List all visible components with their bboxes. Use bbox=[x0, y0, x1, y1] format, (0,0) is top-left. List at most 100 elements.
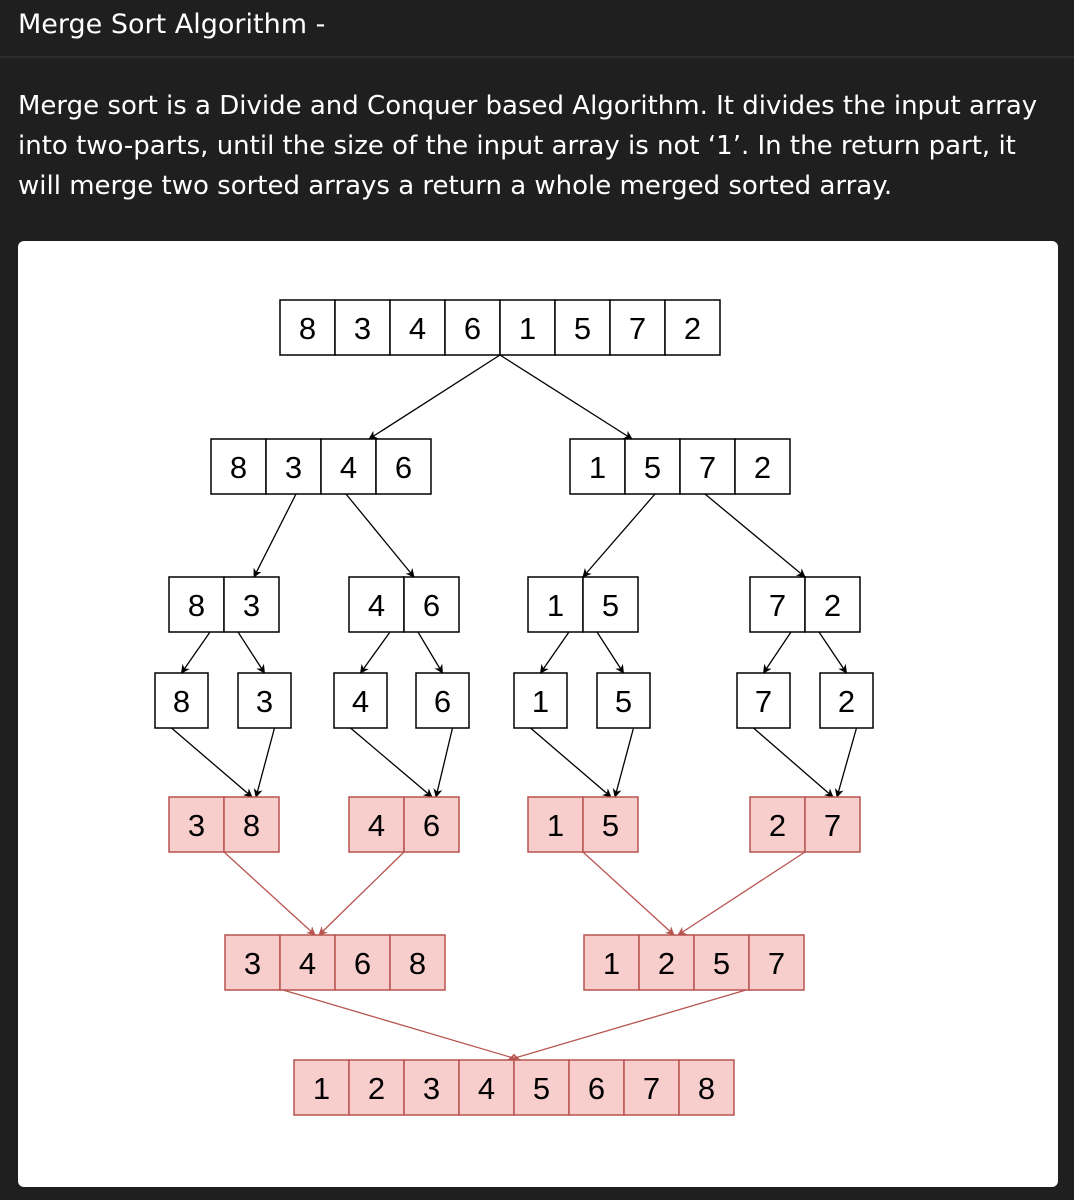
array-cell-value: 7 bbox=[824, 808, 841, 843]
array-cell bbox=[223, 576, 280, 633]
array-cell bbox=[154, 672, 209, 729]
arrow-R-to-RR bbox=[704, 493, 806, 578]
page-title: Merge Sort Algorithm - bbox=[18, 9, 326, 40]
arrow-s7-to-mRR bbox=[753, 727, 834, 798]
array-cell-value: 1 bbox=[313, 1071, 330, 1106]
arrow-mRL-to-mR bbox=[582, 851, 675, 936]
array-cell bbox=[265, 438, 322, 495]
array-cell-value: 7 bbox=[699, 450, 716, 485]
array-cell bbox=[736, 672, 791, 729]
array-cell-value: 7 bbox=[769, 588, 786, 623]
array-cell-value: 2 bbox=[769, 808, 786, 843]
array-cell-value: 4 bbox=[478, 1071, 495, 1106]
array-cell bbox=[554, 299, 611, 356]
arrow-LR-to-s4 bbox=[359, 631, 391, 674]
arrow-RL-to-s5 bbox=[596, 631, 625, 674]
array-cell-value: 8 bbox=[409, 946, 426, 981]
array-cell-value: 8 bbox=[173, 684, 190, 719]
array-cell bbox=[596, 672, 651, 729]
array-cell bbox=[320, 438, 377, 495]
array-cell-value: 1 bbox=[547, 808, 564, 843]
array-cell bbox=[279, 934, 336, 991]
arrow-mL-to-final bbox=[282, 989, 521, 1063]
array-cell bbox=[678, 1059, 735, 1116]
arrow-mRR-to-mR bbox=[677, 851, 806, 936]
array-cell-value: 4 bbox=[368, 588, 385, 623]
array-cell bbox=[583, 934, 640, 991]
array-cell bbox=[748, 934, 805, 991]
array-cell-value: 2 bbox=[684, 311, 701, 346]
array-cell bbox=[638, 934, 695, 991]
array-cell-value: 8 bbox=[230, 450, 247, 485]
array-cell bbox=[223, 796, 280, 853]
arrow-s4-to-mLR bbox=[350, 727, 433, 798]
array-cell bbox=[389, 299, 446, 356]
array-cell-value: 7 bbox=[629, 311, 646, 346]
array-cell bbox=[415, 672, 470, 729]
array-cell-value: 3 bbox=[244, 946, 261, 981]
array-cell-value: 5 bbox=[644, 450, 661, 485]
array-s5: 5 bbox=[596, 672, 651, 729]
array-cell bbox=[333, 672, 388, 729]
array-cell-value: 2 bbox=[368, 1071, 385, 1106]
arrow-RL-to-s1 bbox=[539, 631, 570, 674]
array-cell bbox=[499, 299, 556, 356]
array-cell bbox=[513, 672, 568, 729]
array-cell-value: 7 bbox=[755, 684, 772, 719]
array-cell bbox=[403, 796, 460, 853]
arrow-LL-to-s3 bbox=[237, 631, 266, 674]
array-s3: 3 bbox=[237, 672, 292, 729]
description-text: Merge sort is a Divide and Conquer based… bbox=[18, 91, 1038, 201]
array-cell-value: 8 bbox=[299, 311, 316, 346]
array-cell bbox=[293, 1059, 350, 1116]
edges-layer bbox=[171, 354, 858, 1063]
array-cell-value: 2 bbox=[838, 684, 855, 719]
array-cell-value: 1 bbox=[532, 684, 549, 719]
array-cell bbox=[664, 299, 721, 356]
array-cell bbox=[403, 576, 460, 633]
array-cell-value: 5 bbox=[713, 946, 730, 981]
array-cell-value: 6 bbox=[423, 588, 440, 623]
arrow-s2-to-mRR bbox=[834, 727, 858, 798]
array-cell bbox=[819, 672, 874, 729]
array-cell bbox=[582, 796, 639, 853]
array-cell-value: 8 bbox=[243, 808, 260, 843]
array-cell-value: 4 bbox=[409, 311, 426, 346]
array-cell-value: 5 bbox=[533, 1071, 550, 1106]
arrow-LR-to-s6 bbox=[417, 631, 444, 674]
array-cell-value: 3 bbox=[243, 588, 260, 623]
array-cell-value: 1 bbox=[547, 588, 564, 623]
array-cell bbox=[444, 299, 501, 356]
array-cell-value: 3 bbox=[256, 684, 273, 719]
arrow-RR-to-s7 bbox=[762, 631, 792, 674]
header-divider bbox=[0, 56, 1074, 58]
array-cell-value: 7 bbox=[643, 1071, 660, 1106]
array-cell-value: 3 bbox=[354, 311, 371, 346]
arrow-root-to-L bbox=[368, 354, 501, 440]
array-s6: 6 bbox=[415, 672, 470, 729]
array-s7: 7 bbox=[736, 672, 791, 729]
array-cell bbox=[403, 1059, 460, 1116]
array-cell-value: 4 bbox=[368, 808, 385, 843]
arrow-LL-to-s8 bbox=[180, 631, 211, 674]
arrow-mLL-to-mL bbox=[223, 851, 316, 936]
arrow-s8-to-mLL bbox=[171, 727, 253, 798]
array-cell bbox=[623, 1059, 680, 1116]
array-cell-value: 3 bbox=[285, 450, 302, 485]
array-cell-value: 6 bbox=[434, 684, 451, 719]
array-cell-value: 2 bbox=[658, 946, 675, 981]
arrow-R-to-RL bbox=[582, 493, 656, 578]
arrow-s3-to-mLL bbox=[253, 727, 276, 798]
